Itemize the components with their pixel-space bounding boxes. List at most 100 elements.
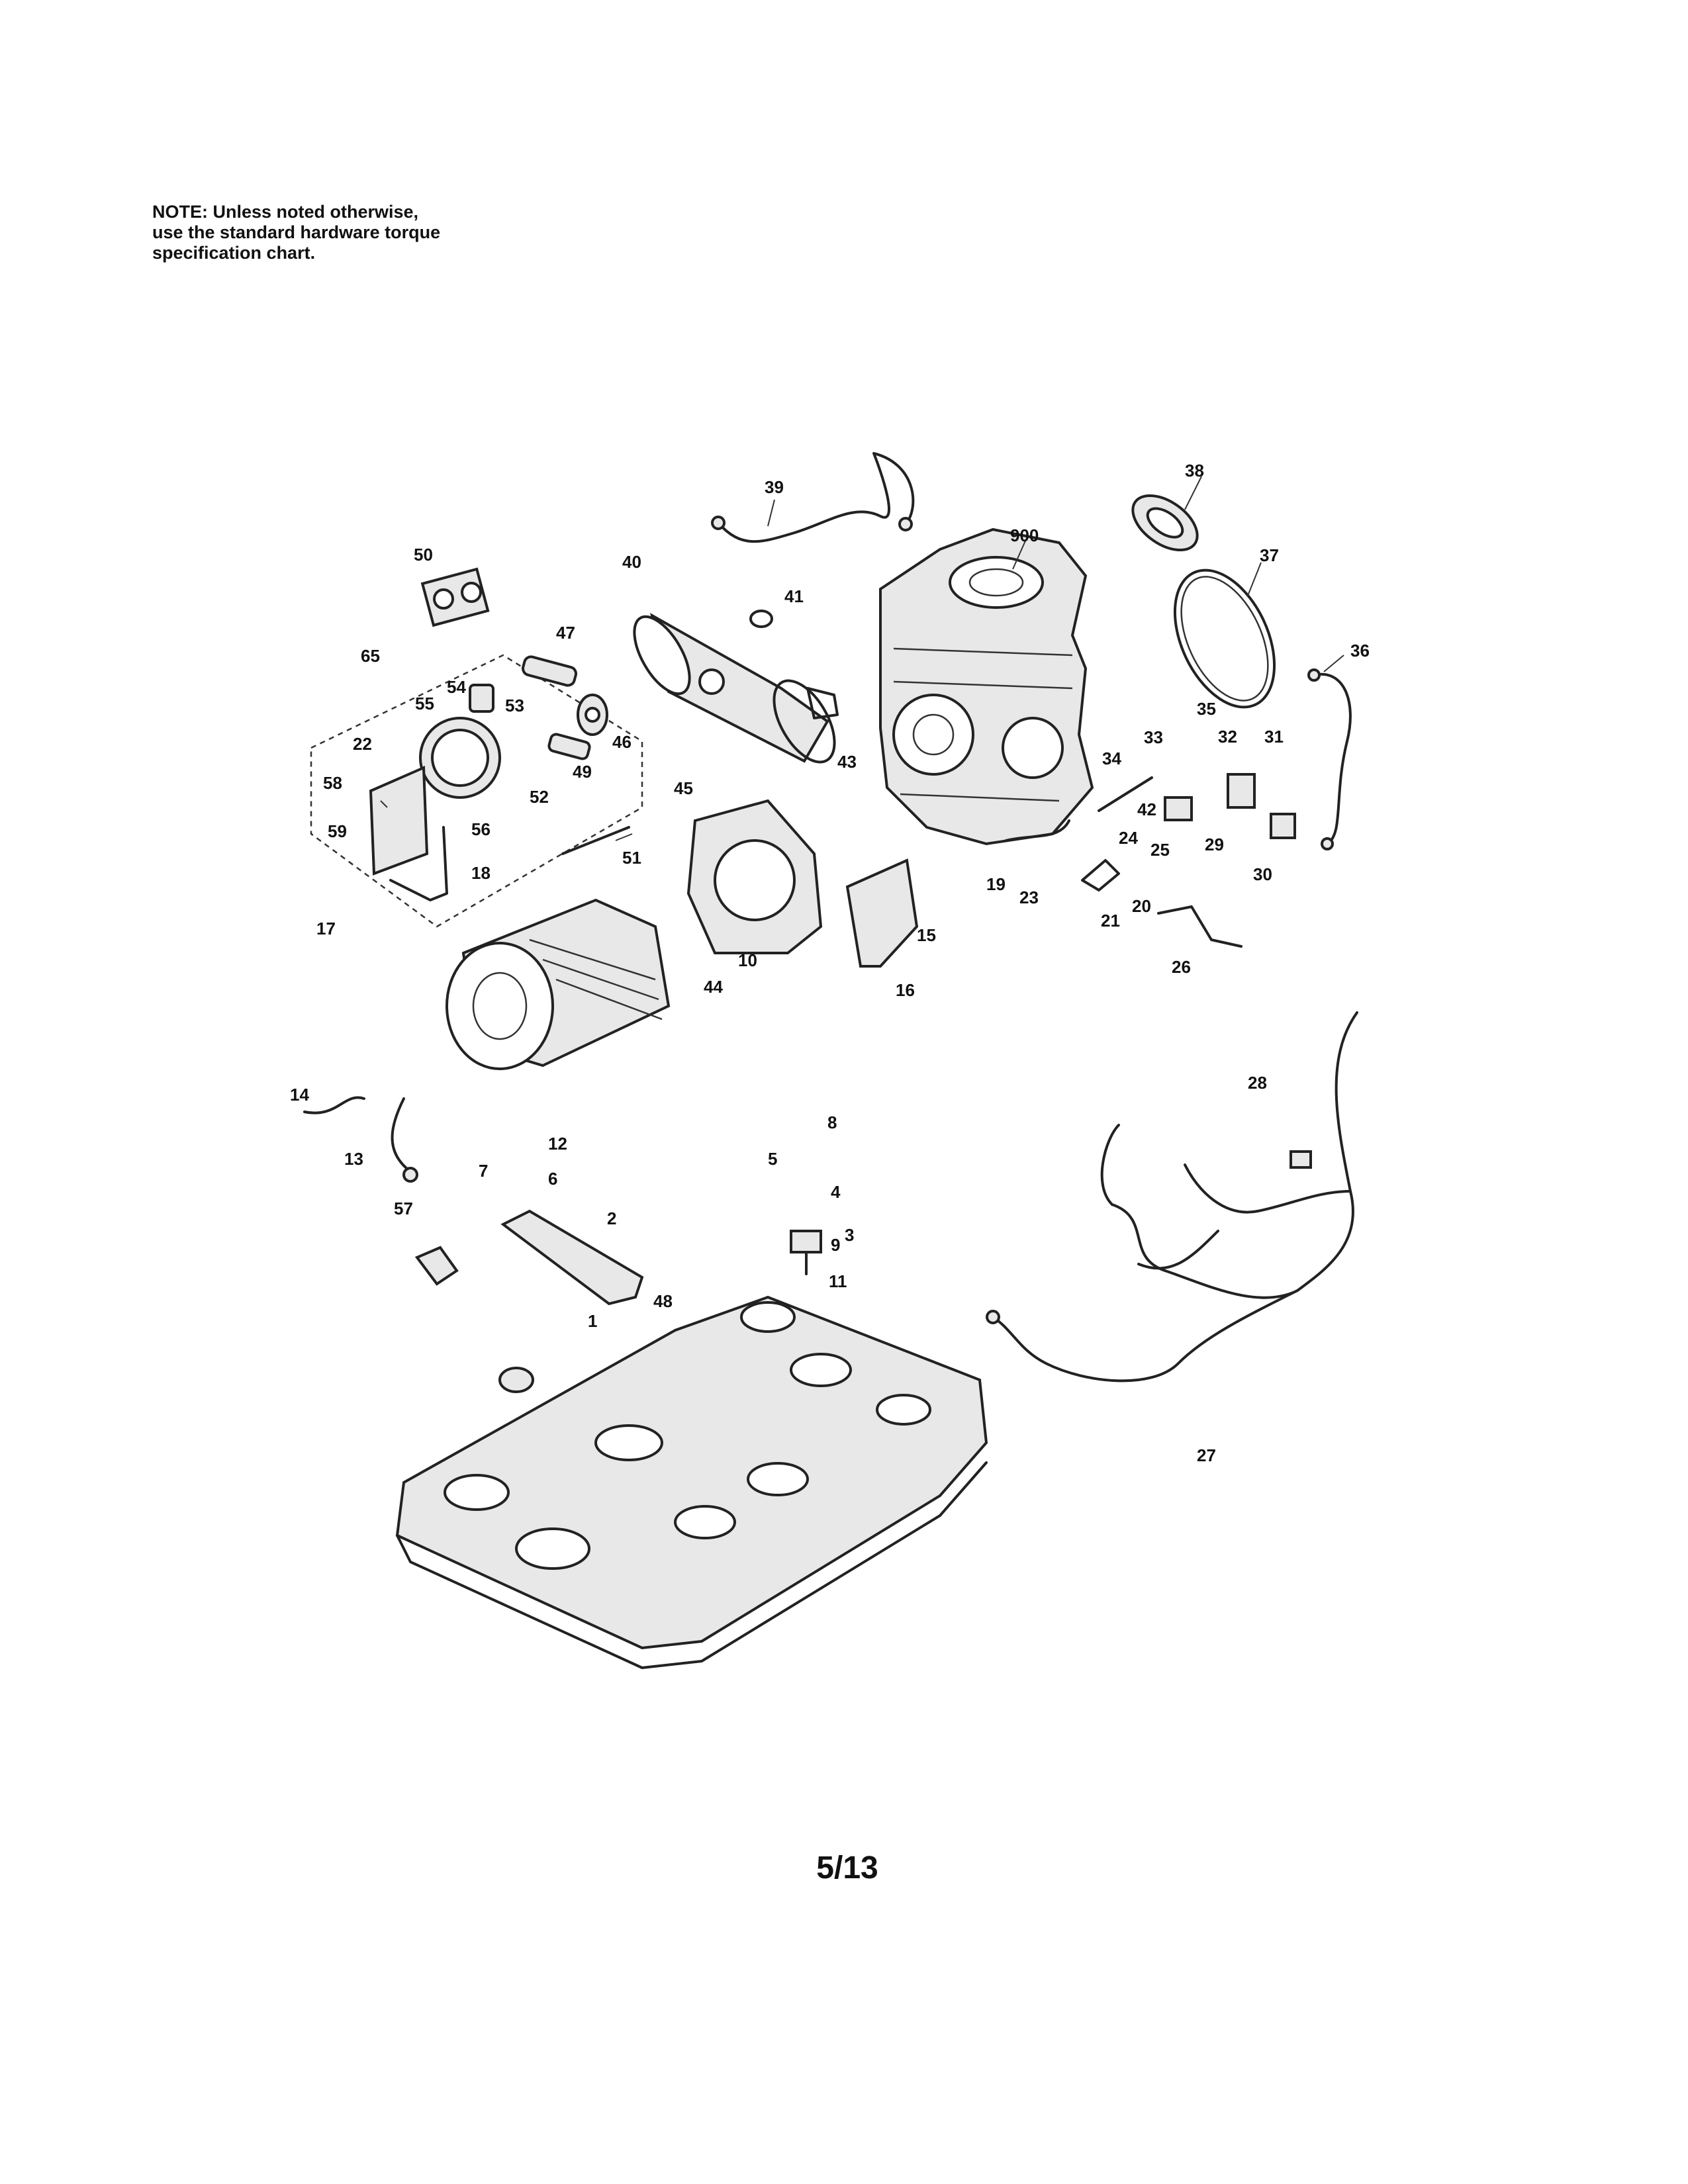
callout-6b: 4 (831, 1182, 841, 1202)
note-line-3: specification chart. (152, 243, 316, 263)
callout-58: 58 (323, 773, 342, 793)
callout-29: 29 (1205, 835, 1224, 854)
callout-53: 53 (505, 696, 524, 715)
part-31 (1227, 773, 1256, 809)
callout-15: 15 (917, 925, 936, 945)
torque-note: NOTE: Unless noted otherwise, use the st… (152, 202, 563, 263)
callout-5a: 9 (831, 1235, 840, 1255)
callout-52: 52 (530, 787, 549, 807)
callout-57: 57 (394, 1199, 413, 1218)
callout-32: 32 (1218, 727, 1237, 747)
callout-19: 19 (986, 874, 1006, 894)
part-42 (1164, 796, 1193, 821)
callout-37: 37 (1260, 545, 1279, 565)
valve-50 (420, 567, 490, 627)
callout-17a: 17 (316, 919, 336, 938)
part-53 (469, 684, 494, 713)
part-46 (577, 694, 608, 736)
note-line-1: NOTE: Unless noted otherwise, (152, 202, 419, 222)
part-47 (521, 655, 578, 687)
wire-14 (303, 1096, 365, 1115)
callout-35: 35 (1197, 699, 1216, 719)
wire-36 (1307, 668, 1352, 850)
mount-4 (790, 1230, 822, 1275)
part-23 (1081, 859, 1120, 891)
bracket-2 (500, 1209, 644, 1306)
callout-18: 18 (471, 863, 491, 883)
callout-39: 39 (765, 477, 784, 497)
callout-46: 46 (612, 732, 632, 752)
base-1 (395, 1295, 988, 1669)
callout-47: 47 (556, 623, 575, 643)
mount-48 (414, 1246, 459, 1286)
callout-51: 51 (622, 848, 641, 868)
callout-12: 12 (548, 1134, 567, 1154)
callout-labels: 900 39 38 37 36 40 41 43 50 47 65 54 53 … (290, 461, 1370, 1465)
harness-27 (986, 1011, 1358, 1383)
callout-50: 50 (414, 545, 433, 565)
callout-21: 21 (1101, 911, 1120, 931)
callout-28: 28 (1248, 1073, 1267, 1093)
leader-lines (380, 476, 1344, 841)
callout-43: 43 (837, 752, 857, 772)
page-number: 5/13 (816, 1850, 878, 1886)
wire-34 (1098, 776, 1153, 812)
callout-4: 11 (829, 1271, 847, 1291)
callout-7b: 5 (768, 1149, 777, 1169)
callout-44: 44 (704, 977, 723, 997)
callout-9: 1 (588, 1311, 597, 1331)
callout-14: 14 (290, 1085, 309, 1105)
callout-10b: 48 (653, 1291, 673, 1311)
callout-26: 26 (1172, 957, 1191, 977)
callout-6a: 6 (548, 1169, 557, 1189)
bracket-18 (389, 826, 448, 901)
callout-38: 38 (1185, 461, 1204, 480)
plate-59 (369, 765, 429, 876)
wire-19 (1005, 819, 1070, 842)
callout-24: 24 (1119, 828, 1138, 848)
callout-33: 33 (1144, 727, 1163, 747)
callout-25: 25 (1150, 840, 1170, 860)
note-line-2: use the standard hardware torque (152, 222, 441, 242)
callout-20: 20 (1132, 896, 1151, 916)
part-26 (1157, 905, 1243, 948)
gasket-41 (749, 610, 773, 628)
wire-13 (391, 1097, 412, 1173)
alternator-44 (445, 898, 671, 1070)
rod-51 (561, 826, 630, 855)
callout-13: 13 (344, 1149, 363, 1169)
guard-15 (845, 858, 919, 968)
callout-59: 59 (328, 821, 347, 841)
callout-31: 31 (1264, 727, 1284, 747)
callout-900: 900 (1010, 525, 1039, 545)
callout-55: 55 (415, 694, 434, 713)
callout-56: 56 (471, 819, 491, 839)
callout-23: 23 (1019, 887, 1039, 907)
part-30 (1270, 813, 1296, 839)
wire-39 (711, 452, 915, 543)
callout-49: 49 (573, 762, 592, 782)
muffler-40 (633, 613, 836, 764)
callout-6c: 3 (845, 1225, 854, 1245)
ring-37 (1173, 569, 1276, 709)
callout-2: 2 (607, 1208, 616, 1228)
callout-45: 45 (674, 778, 693, 798)
callout-36: 36 (1350, 641, 1370, 660)
plate-55 (419, 717, 501, 799)
air-cleaner-38 (1131, 494, 1199, 552)
callout-42: 42 (1137, 799, 1156, 819)
callout-22a: 22 (353, 734, 372, 754)
callout-40: 40 (622, 552, 641, 572)
callout-7a: 7 (479, 1161, 488, 1181)
callout-10a: 10 (738, 950, 757, 970)
callout-27: 27 (1197, 1445, 1216, 1465)
engine-900 (879, 527, 1094, 846)
housing-45 (686, 799, 823, 954)
callout-65: 65 (361, 646, 380, 666)
callout-34: 34 (1102, 749, 1121, 768)
callout-54: 54 (447, 677, 466, 697)
callout-41: 41 (784, 586, 804, 606)
part-49 (547, 733, 591, 760)
callout-30: 30 (1253, 864, 1272, 884)
